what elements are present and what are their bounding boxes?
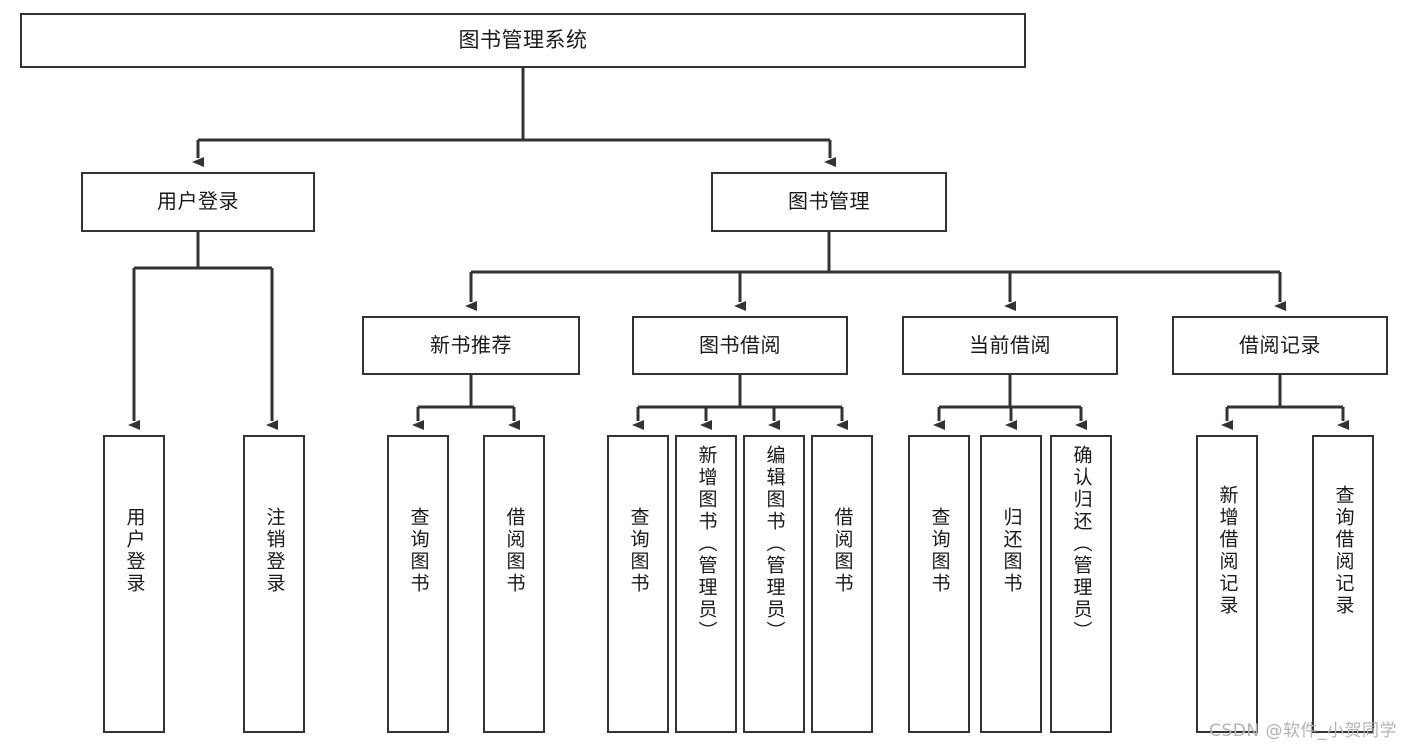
node-new-book-rec[interactable]: 新书推荐: [362, 316, 580, 375]
node-leaf-return-book-label: 归还图书: [1000, 507, 1023, 595]
node-book-borrow-label: 图书借阅: [699, 332, 781, 357]
node-leaf-query-book-1-label: 查询图书: [407, 507, 430, 595]
node-leaf-user-login[interactable]: 用户登录: [103, 435, 165, 733]
node-leaf-user-logout-label: 注销登录: [263, 507, 286, 595]
node-book-manage-label: 图书管理: [788, 189, 870, 214]
node-leaf-query-book-3[interactable]: 查询图书: [908, 435, 970, 733]
node-leaf-user-login-label: 用户登录: [123, 507, 146, 595]
node-leaf-add-record-label: 新增借阅记录: [1216, 485, 1239, 617]
node-borrow-record[interactable]: 借阅记录: [1172, 316, 1388, 375]
node-user-login-label: 用户登录: [157, 189, 239, 214]
node-leaf-query-record-label: 查询借阅记录: [1332, 485, 1355, 617]
node-root-label: 图书管理系统: [458, 28, 588, 53]
node-leaf-user-logout[interactable]: 注销登录: [243, 435, 305, 733]
watermark-text: CSDN @软件_小贺同学: [1209, 721, 1397, 741]
node-book-borrow[interactable]: 图书借阅: [632, 316, 848, 375]
node-leaf-query-book-2-label: 查询图书: [627, 507, 650, 595]
node-leaf-borrow-book-2-label: 借阅图书: [831, 507, 854, 595]
node-borrow-record-label: 借阅记录: [1239, 332, 1321, 357]
node-leaf-confirm-return-label: 确认归还（管理员）: [1070, 445, 1093, 643]
node-current-borrow[interactable]: 当前借阅: [902, 316, 1118, 375]
node-root[interactable]: 图书管理系统: [20, 13, 1026, 68]
node-leaf-borrow-book-1-label: 借阅图书: [503, 507, 526, 595]
node-new-book-rec-label: 新书推荐: [430, 332, 512, 357]
node-leaf-add-record[interactable]: 新增借阅记录: [1196, 435, 1258, 733]
node-leaf-borrow-book-2[interactable]: 借阅图书: [811, 435, 873, 733]
node-leaf-add-book-label: 新增图书（管理员）: [695, 445, 718, 643]
node-leaf-edit-book[interactable]: 编辑图书（管理员）: [743, 435, 805, 733]
node-leaf-add-book[interactable]: 新增图书（管理员）: [675, 435, 737, 733]
node-leaf-query-book-1[interactable]: 查询图书: [387, 435, 449, 733]
node-leaf-query-record[interactable]: 查询借阅记录: [1312, 435, 1374, 733]
node-leaf-borrow-book-1[interactable]: 借阅图书: [483, 435, 545, 733]
node-book-manage[interactable]: 图书管理: [711, 172, 947, 232]
node-user-login[interactable]: 用户登录: [81, 172, 315, 232]
node-leaf-return-book[interactable]: 归还图书: [980, 435, 1042, 733]
node-leaf-query-book-2[interactable]: 查询图书: [607, 435, 669, 733]
node-current-borrow-label: 当前借阅: [969, 332, 1051, 357]
node-leaf-query-book-3-label: 查询图书: [928, 507, 951, 595]
node-leaf-confirm-return[interactable]: 确认归还（管理员）: [1050, 435, 1112, 733]
node-leaf-edit-book-label: 编辑图书（管理员）: [763, 445, 786, 643]
